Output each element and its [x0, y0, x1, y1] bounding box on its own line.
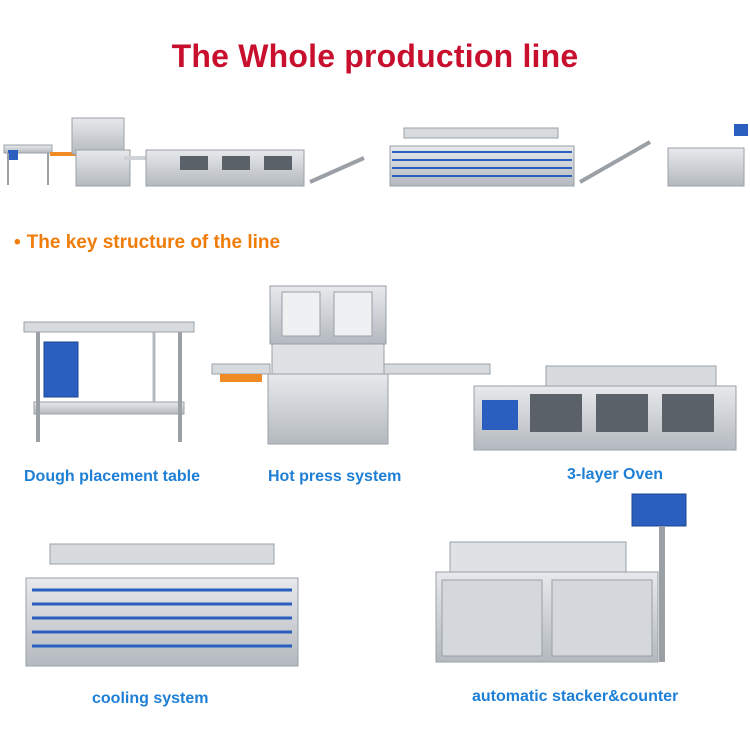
caption-dough-placement: Dough placement table	[24, 468, 201, 485]
hot-press-image	[211, 285, 491, 445]
caption-cooling: cooling system	[92, 690, 209, 707]
stacker-counter-image	[435, 493, 687, 663]
bullet: •	[14, 232, 21, 253]
dough-table-image	[23, 321, 195, 442]
caption-hot-press: Hot press system	[268, 468, 402, 485]
caption-oven: 3-layer Oven	[567, 466, 664, 483]
page-title: The Whole production line	[171, 38, 579, 74]
oven-image	[473, 365, 737, 451]
section-subheading: •The key structure of the line	[14, 232, 280, 254]
subheading-text: The key structure of the line	[26, 232, 281, 253]
caption-stacker: automatic stacker&counter	[472, 688, 679, 705]
cooling-system-image	[25, 543, 299, 667]
production-line-image	[3, 117, 748, 187]
